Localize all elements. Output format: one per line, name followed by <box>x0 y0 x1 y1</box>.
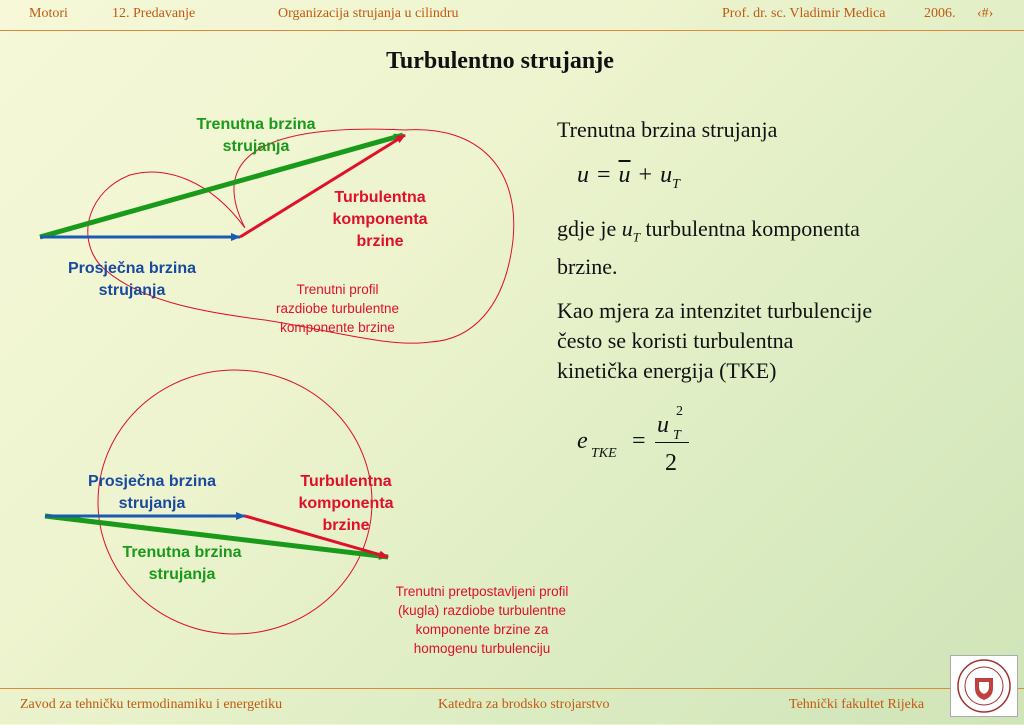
header-year: 2006. <box>924 6 956 21</box>
header-page-number: ‹#› <box>977 6 994 21</box>
instant-velocity-arrow <box>39 132 404 240</box>
footer-department: Katedra za brodsko strojarstvo <box>438 697 610 712</box>
footer-faculty: Tehnički fakultet Rijeka <box>789 697 925 712</box>
text-ut-definition: gdje je uT turbulentna komponenta brzine… <box>557 216 860 280</box>
slide-header: Motori 12. Predavanje Organizacija struj… <box>0 0 1024 31</box>
velocity-diagrams <box>39 128 515 635</box>
turbulent-profile-blob <box>87 128 515 344</box>
header-lecture: 12. Predavanje <box>112 6 196 21</box>
note-assumed-profile: Trenutni pretpostavljeni profil(kugla) r… <box>395 584 569 656</box>
instant-velocity-arrow-2 <box>44 513 389 560</box>
equation-tke: e TKE = u T 2 2 <box>577 404 717 484</box>
footer-institute: Zavod za tehničku termodinamiku i energe… <box>20 697 283 712</box>
faculty-seal-logo <box>950 655 1018 717</box>
slide-title: Turbulentno strujanje <box>386 48 614 74</box>
text-instant-velocity: Trenutna brzina strujanja <box>557 117 778 142</box>
turbulent-component-arrow-2 <box>244 514 389 559</box>
slide-footer: Zavod za tehničku termodinamiku i energe… <box>0 688 1024 725</box>
turbulent-sphere <box>97 369 373 635</box>
header-author: Prof. dr. sc. Vladimir Medica <box>722 6 886 21</box>
header-topic: Organizacija strujanja u cilindru <box>278 6 459 21</box>
equation-velocity-decomposition: u = u + uT <box>577 162 680 192</box>
turbulent-component-arrow <box>239 133 406 239</box>
header-course: Motori <box>29 6 68 21</box>
